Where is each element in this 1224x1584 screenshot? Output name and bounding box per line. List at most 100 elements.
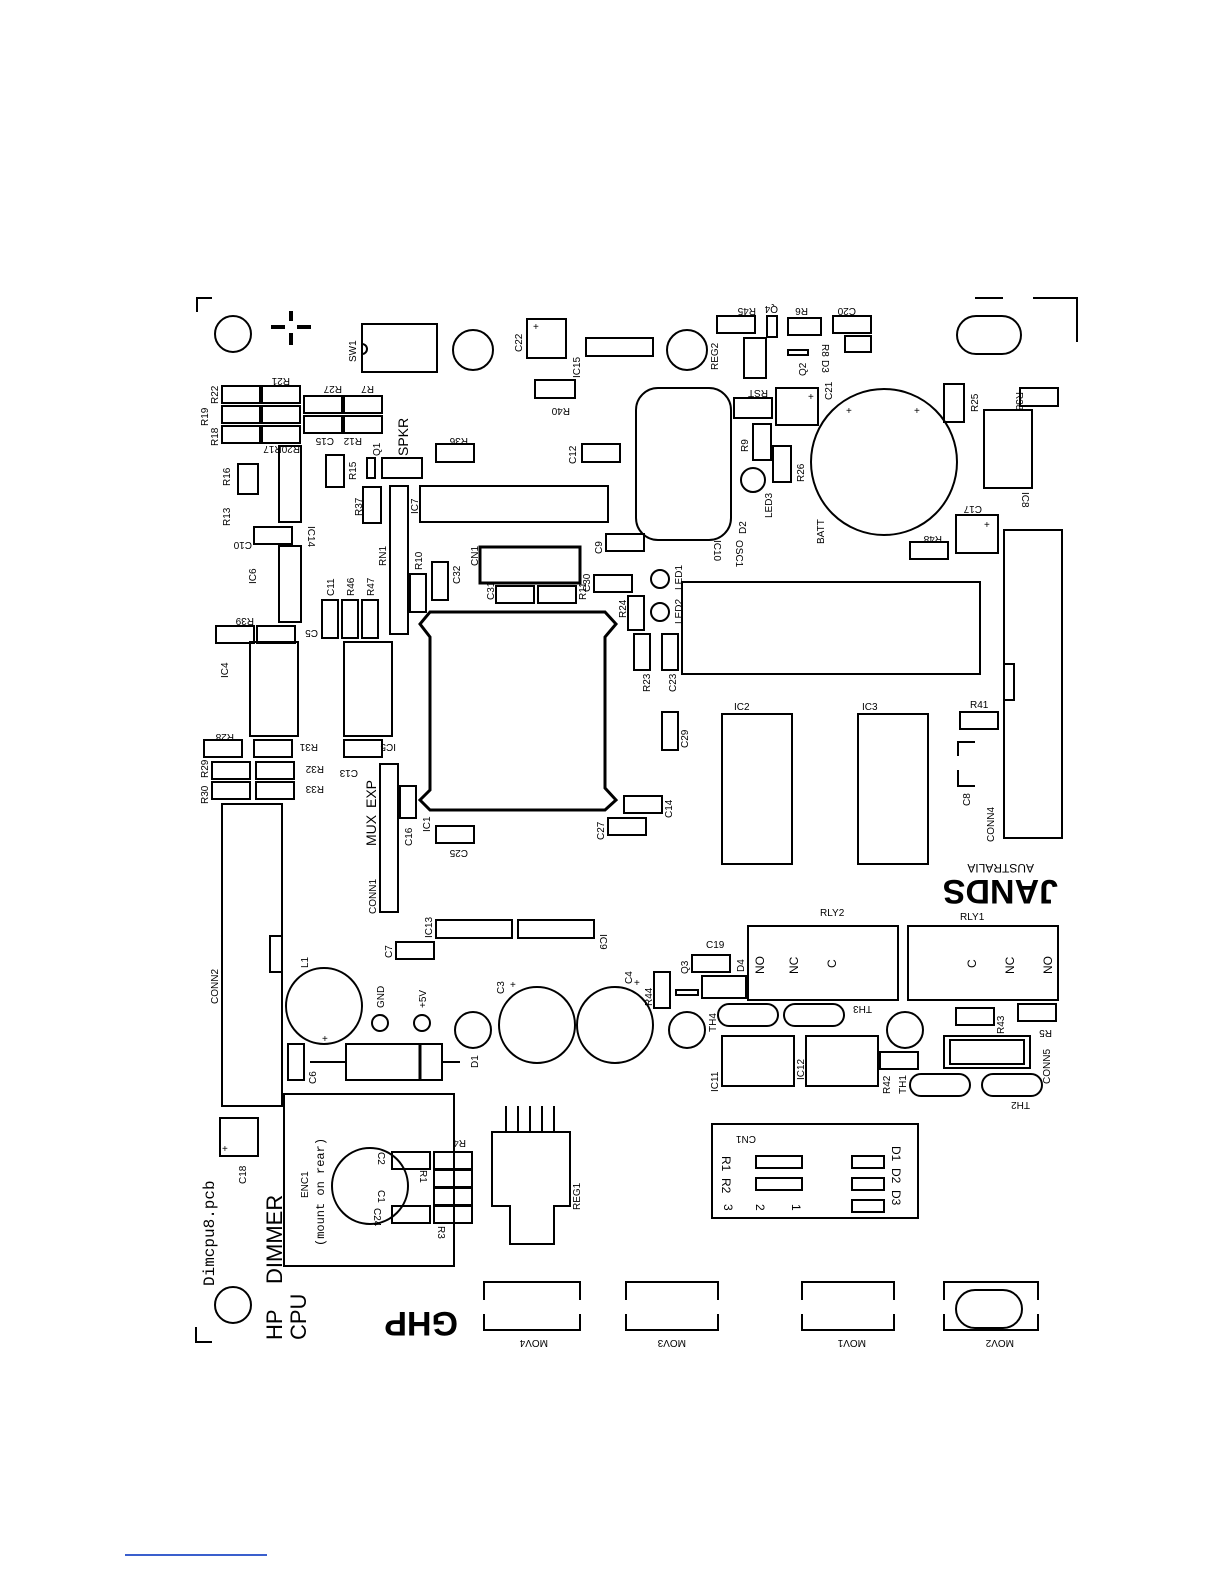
label-r29: R29 — [200, 759, 211, 778]
label-ic11: IC11 — [710, 1071, 721, 1092]
label-r46: R46 — [346, 577, 357, 596]
label-conn5: CONN5 — [1042, 1049, 1053, 1084]
title-cpu: CPU — [286, 1294, 311, 1340]
th3-outline — [783, 1003, 845, 1027]
led3-outline — [740, 467, 766, 493]
cn1-daughter-outline — [711, 1123, 919, 1219]
r17-pad — [261, 425, 301, 444]
corner-mark-tl — [196, 297, 212, 312]
manufacturer-logo: JANDS — [943, 872, 1058, 910]
d2b-body — [851, 1177, 885, 1191]
gnd-pad — [371, 1014, 389, 1032]
label-ic12: IC12 — [796, 1058, 807, 1080]
label-osc1: OSC1 — [733, 540, 744, 568]
ic2-outline — [721, 713, 793, 865]
label-r6: R6 — [795, 305, 808, 316]
reg1-outline — [491, 1131, 571, 1245]
label-plus-c4: + — [634, 978, 640, 989]
label-no-2: NO — [753, 956, 767, 974]
spkr-pad — [381, 457, 423, 479]
reg1-pins — [505, 1106, 555, 1132]
mount-hole-bl — [214, 1286, 252, 1324]
sw1-notch — [361, 343, 368, 355]
conn2-tab — [269, 935, 283, 973]
r9-pad — [752, 423, 772, 461]
r44-pad — [653, 971, 671, 1009]
r22-pad — [221, 385, 261, 404]
q3-mark — [675, 989, 699, 996]
label-q2: Q2 — [798, 362, 809, 376]
label-c2: C2 — [375, 1152, 386, 1165]
r5-pad — [1017, 1003, 1057, 1022]
label-ic15: IC15 — [572, 356, 583, 378]
c21-outline — [775, 387, 819, 426]
logo-ghp: GHP — [384, 1304, 458, 1342]
footer-link-underline[interactable] — [125, 1554, 267, 1556]
label-cn1: CN1 — [470, 546, 481, 566]
label-c23: C23 — [668, 673, 679, 692]
label-c3: C3 — [496, 981, 507, 994]
rst-pad — [733, 397, 773, 419]
conn5-inner — [949, 1039, 1025, 1065]
label-batt: BATT — [816, 519, 827, 544]
label-c12: C12 — [568, 445, 579, 464]
label-plus-l1: + — [322, 1034, 328, 1045]
ic4-outline — [249, 641, 299, 737]
label-ic14: IC14 — [305, 526, 316, 548]
mov1-outline — [801, 1281, 895, 1331]
c8-outline — [957, 741, 975, 787]
d3b-body — [851, 1199, 885, 1213]
mount-hole-2 — [452, 329, 494, 371]
label-r7: R7 — [361, 383, 374, 394]
c14-pad — [623, 795, 663, 814]
r47-pad — [361, 599, 379, 639]
label-plus-c21: + — [808, 392, 814, 403]
label-led2: LED2 — [674, 599, 685, 624]
label-c11: C11 — [326, 578, 337, 596]
label-q3: Q3 — [680, 960, 691, 974]
label-pin1: 1 — [789, 1204, 803, 1211]
osc1-outline — [635, 387, 732, 541]
label-spkr: SPKR — [395, 418, 411, 456]
title-hp: HP — [262, 1309, 287, 1340]
r21-pad — [261, 385, 301, 404]
label-d1: D1 — [470, 1055, 481, 1068]
label-c-2: C — [825, 959, 839, 968]
label-mount: (mount on rear) — [314, 1138, 328, 1246]
label-exp: EXP — [363, 780, 379, 808]
c10-pad — [253, 526, 293, 545]
r41-pad — [959, 711, 999, 730]
label-r1: R1 — [417, 1170, 428, 1183]
label-r38: R38 — [1013, 392, 1024, 411]
label-r44: R44 — [644, 987, 655, 1006]
label-c15: C15 — [315, 435, 334, 446]
fiducial-cross — [271, 311, 311, 345]
label-rn1: RN1 — [378, 546, 389, 566]
mov3-outline — [625, 1281, 719, 1331]
label-r36: R36 — [449, 435, 468, 446]
mount-hole-3 — [666, 329, 708, 371]
corner-mark-tr — [975, 297, 1078, 342]
conn1-outline — [379, 763, 399, 913]
label-r47: R47 — [366, 577, 377, 596]
label-c14: C14 — [664, 799, 675, 818]
mov2-slot — [955, 1289, 1023, 1329]
cn1-outline — [478, 545, 582, 585]
c19-pad — [691, 954, 731, 973]
label-plus-c3: + — [510, 980, 516, 991]
r10-pad — [409, 573, 427, 613]
label-r20r17: R20R17 — [263, 443, 300, 454]
r33-pad — [255, 781, 295, 800]
label-q1: Q1 — [372, 442, 383, 456]
label-enc1: ENC1 — [300, 1171, 311, 1198]
label-r9: R9 — [740, 439, 751, 452]
sw1-outline — [361, 323, 438, 373]
r15-pad — [325, 454, 345, 488]
label-r24: R24 — [618, 599, 629, 618]
r2b-body — [755, 1177, 803, 1191]
label-c29: C29 — [680, 729, 691, 748]
r8-pad — [844, 335, 872, 353]
ic15-outline — [585, 337, 654, 357]
d1b-body — [851, 1155, 885, 1169]
